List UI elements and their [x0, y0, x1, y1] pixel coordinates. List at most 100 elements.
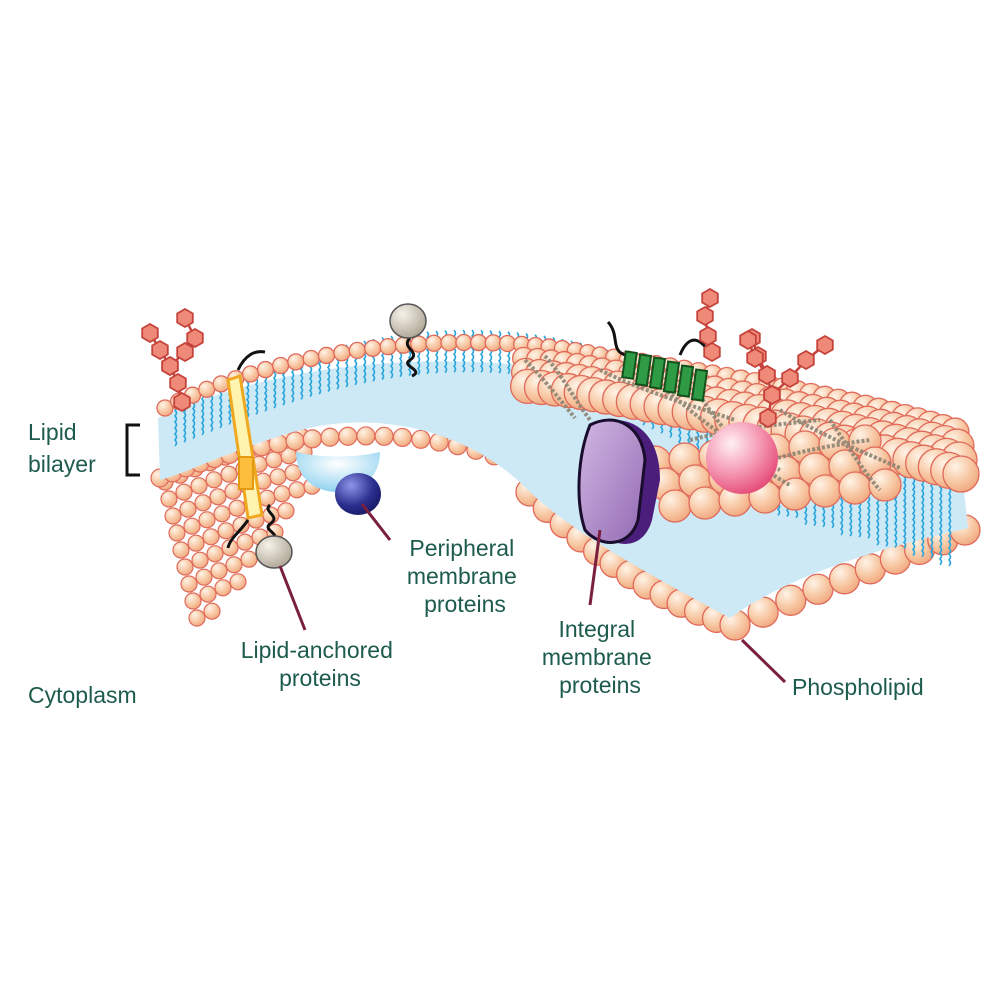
- lipid-head: [348, 341, 366, 360]
- lipid-head: [179, 500, 197, 518]
- lipid-head: [285, 431, 305, 451]
- lipid-head: [374, 426, 394, 446]
- lipid-head: [221, 539, 239, 557]
- glycan-sugar: [763, 384, 781, 406]
- lipid-head: [188, 609, 206, 627]
- lower-anchored-protein: [255, 503, 293, 569]
- lipid-head: [229, 573, 247, 591]
- glycan-sugar: [186, 327, 204, 349]
- lipid-head: [338, 426, 358, 446]
- lipid-anchored-label: Lipid-anchored proteins: [241, 637, 400, 691]
- lipid-head: [302, 349, 320, 368]
- lipid-head: [180, 575, 198, 593]
- lipid-head: [187, 534, 205, 552]
- lipid-head: [236, 533, 254, 551]
- lipid-head: [224, 482, 242, 500]
- lipid-head: [269, 468, 287, 486]
- lipid-head: [194, 494, 212, 512]
- lipid-head: [273, 485, 291, 503]
- lipid-head: [198, 380, 216, 398]
- cytoplasm-label: Cytoplasm: [28, 682, 137, 708]
- glycan-sugar: [176, 341, 194, 363]
- lipid-head: [838, 471, 872, 505]
- lipid-head: [469, 333, 488, 352]
- lipid-head: [213, 505, 231, 523]
- glycan-sugar: [169, 372, 187, 394]
- glycan-sugar: [176, 307, 194, 329]
- lipid-head: [190, 477, 208, 495]
- lipid-head: [287, 353, 305, 371]
- lipid-head: [228, 499, 246, 517]
- lipid-head: [356, 426, 376, 446]
- lipid-head: [209, 488, 227, 506]
- lipid-head: [210, 562, 228, 580]
- lipid-head: [455, 333, 473, 352]
- lipid-head: [206, 545, 224, 563]
- glycan-sugar: [758, 364, 776, 386]
- lipid-head: [199, 585, 217, 603]
- lipid-bilayer-label: Lipid bilayer: [28, 419, 96, 477]
- lipid-head: [214, 579, 232, 597]
- lipid-head: [191, 551, 209, 569]
- integral-protein: [577, 418, 660, 544]
- pink-protein: [706, 422, 778, 494]
- lipid-head: [392, 427, 413, 448]
- lipid-head: [333, 344, 351, 362]
- glycan-sugar: [816, 334, 834, 356]
- lipid-head: [198, 511, 216, 529]
- glycan-sugar: [173, 391, 191, 413]
- lipid-head: [265, 451, 283, 469]
- lipid-head: [425, 334, 443, 352]
- lipid-head: [184, 592, 202, 610]
- lipid-head: [217, 522, 235, 540]
- lipid-head: [271, 356, 290, 375]
- lipid-head: [808, 474, 842, 508]
- lipid-head: [168, 524, 186, 542]
- green-receptor: [606, 320, 714, 402]
- lipid-head: [288, 481, 306, 499]
- lipid-head: [868, 468, 902, 502]
- lipid-tail: [245, 375, 250, 419]
- lipid-tail: [173, 403, 178, 447]
- lipid-head: [241, 365, 260, 383]
- peripheral-protein-label: Peripheral membrane proteins: [407, 535, 523, 617]
- lipid-head: [942, 455, 980, 493]
- lipid-tail: [200, 392, 205, 436]
- helix-protein: [226, 350, 266, 549]
- lipid-head: [658, 489, 692, 523]
- lipid-head: [232, 516, 250, 534]
- lipid-head: [256, 360, 275, 379]
- lipid-head: [156, 399, 174, 417]
- glycan-sugar: [781, 367, 799, 389]
- integral-protein-label: Integral membrane proteins: [542, 616, 658, 698]
- lipid-head: [775, 584, 807, 616]
- bilayer-bracket: [125, 423, 140, 477]
- lipid-head: [484, 334, 502, 352]
- leader-lines: [278, 503, 787, 684]
- lipid-tail: [470, 329, 475, 373]
- lipid-head: [172, 541, 190, 559]
- upper-anchored-protein: [389, 303, 427, 378]
- glycan-sugar: [746, 347, 764, 369]
- lipid-head: [195, 568, 213, 586]
- lipid-head: [277, 502, 295, 520]
- lipid-head: [364, 339, 382, 358]
- lipid-head: [175, 483, 193, 501]
- lipid-head: [205, 471, 223, 489]
- lipid-head: [317, 346, 336, 365]
- peripheral-protein: [296, 452, 381, 515]
- lipid-head: [688, 486, 722, 520]
- lipid-head: [164, 507, 182, 525]
- lipid-tail: [272, 365, 277, 409]
- lipid-head: [176, 558, 194, 576]
- lipid-head: [212, 375, 230, 393]
- lipid-head: [411, 429, 431, 449]
- glycan-sugar: [701, 287, 719, 309]
- glycan-chains: [141, 287, 834, 429]
- lipid-head: [802, 573, 834, 605]
- lipid-head: [379, 337, 397, 356]
- lipid-head: [160, 490, 178, 508]
- lipid-head: [240, 550, 258, 568]
